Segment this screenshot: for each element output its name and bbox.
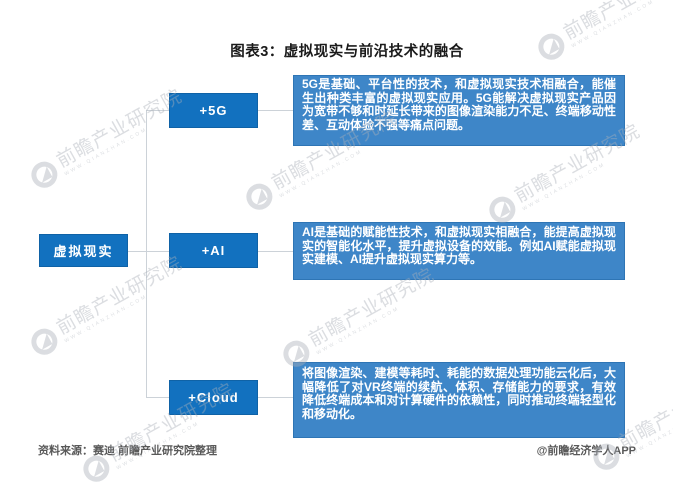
node-virtual-reality-label: 虚拟现实 xyxy=(53,244,114,259)
root-to-ai-connector-line xyxy=(128,251,169,252)
qianzhan-logo-icon xyxy=(26,157,63,193)
watermark: 前瞻产业研究院 WWW.QIANZHAN.COM xyxy=(26,85,189,193)
figure-title: 图表3：虚拟现实与前沿技术的融合 xyxy=(230,44,464,60)
node-ai-label: +AI xyxy=(201,243,226,258)
5g-to-panel-connector-line xyxy=(258,110,293,111)
panel-cloud-description: 将图像渲染、建模等耗时、耗能的数据处理功能云化后，大幅降低了对VR终端的续航、体… xyxy=(293,362,625,438)
node-cloud: +Cloud xyxy=(169,380,258,415)
watermark-text: 前瞻产业研究院 xyxy=(53,85,186,173)
trunk-to-cloud-connector-line xyxy=(146,397,169,398)
watermark: 前瞻产业研究院 WWW.QIANZHAN.COM xyxy=(26,253,189,360)
watermark-subtext: WWW.QIANZHAN.COM xyxy=(315,305,401,357)
qianzhan-logo-icon xyxy=(26,324,63,360)
panel-5g-description: 5G是基础、平台性的技术，和虚拟现实技术相融合，能催生出种类丰富的虚拟现实应用。… xyxy=(293,75,625,146)
watermark: 前瞻产业研究院 WWW.QIANZHAN.COM xyxy=(278,265,441,372)
node-virtual-reality: 虚拟现实 xyxy=(39,234,128,267)
qianzhan-logo-icon xyxy=(241,179,278,215)
watermark-subtext: WWW.QIANZHAN.COM xyxy=(63,293,149,345)
source-note: 资料来源：赛迪 前瞻产业研究院整理 xyxy=(38,445,218,457)
node-ai: +AI xyxy=(169,233,258,268)
trunk-to-5g-connector-line xyxy=(146,110,169,111)
node-5g: +5G xyxy=(169,93,258,128)
watermark-subtext: WWW.QIANZHAN.COM xyxy=(521,161,607,213)
trunk-connector-line xyxy=(146,110,147,397)
ai-to-panel-connector-line xyxy=(258,251,293,252)
credit-note: @前瞻经济学人APP xyxy=(536,445,636,457)
watermark-text: 前瞻产业研究院 xyxy=(560,0,673,45)
node-5g-label: +5G xyxy=(199,103,228,118)
panel-ai-description: AI是基础的赋能性技术，和虚拟现实相融合，能提高虚拟现实的智能化水平，提升虚拟设… xyxy=(293,222,625,280)
cloud-to-panel-connector-line xyxy=(258,397,293,398)
node-cloud-label: +Cloud xyxy=(188,390,239,405)
